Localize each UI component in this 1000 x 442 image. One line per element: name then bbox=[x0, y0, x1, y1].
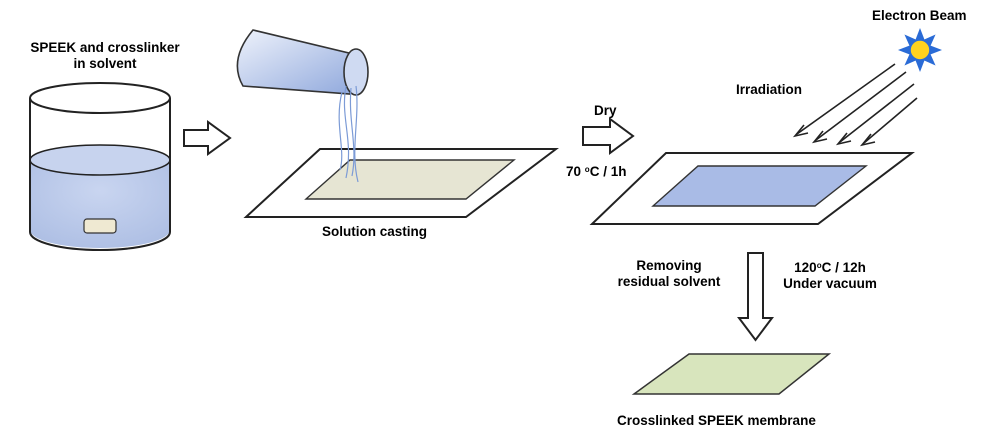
dry-label: Dry bbox=[594, 103, 617, 119]
final-membrane-label: Crosslinked SPEEK membrane bbox=[617, 413, 816, 429]
electron-beam-rays bbox=[795, 64, 917, 145]
beaker bbox=[30, 83, 170, 250]
beaker-label-line1: SPEEK and crosslinker bbox=[10, 40, 200, 56]
vacuum-temp-line: 120oC / 12h bbox=[770, 258, 890, 276]
under-vacuum-label: Under vacuum bbox=[770, 276, 890, 292]
final-membrane bbox=[634, 354, 829, 394]
vacuum-condition-label: 120oC / 12h Under vacuum bbox=[770, 258, 890, 292]
removing-label-line1: Removing bbox=[604, 258, 734, 274]
arrow-casting-to-irradiation bbox=[583, 119, 633, 153]
pouring-cup bbox=[237, 30, 368, 182]
removing-label-line2: residual solvent bbox=[604, 274, 734, 290]
arrow-beaker-to-casting bbox=[184, 122, 230, 154]
irradiation-plate bbox=[592, 153, 912, 224]
solution-casting-label: Solution casting bbox=[322, 224, 427, 240]
vacuum-temp-unit: C / 12h bbox=[822, 260, 866, 275]
stir-bar bbox=[84, 219, 116, 233]
dry-temp-unit: C / 1h bbox=[590, 164, 627, 179]
arrow-to-final-membrane bbox=[739, 253, 772, 340]
casting-plate bbox=[246, 149, 556, 217]
dry-temp: 70 bbox=[566, 164, 581, 179]
beaker-label: SPEEK and crosslinker in solvent bbox=[10, 40, 200, 72]
electron-beam-label: Electron Beam bbox=[872, 8, 967, 24]
irradiation-label: Irradiation bbox=[736, 82, 802, 98]
dry-condition-label: 70 oC / 1h bbox=[566, 162, 626, 180]
removing-label: Removing residual solvent bbox=[604, 258, 734, 290]
vacuum-temp: 120 bbox=[794, 260, 817, 275]
beaker-label-line2: in solvent bbox=[10, 56, 200, 72]
electron-beam-source-icon bbox=[898, 28, 942, 72]
